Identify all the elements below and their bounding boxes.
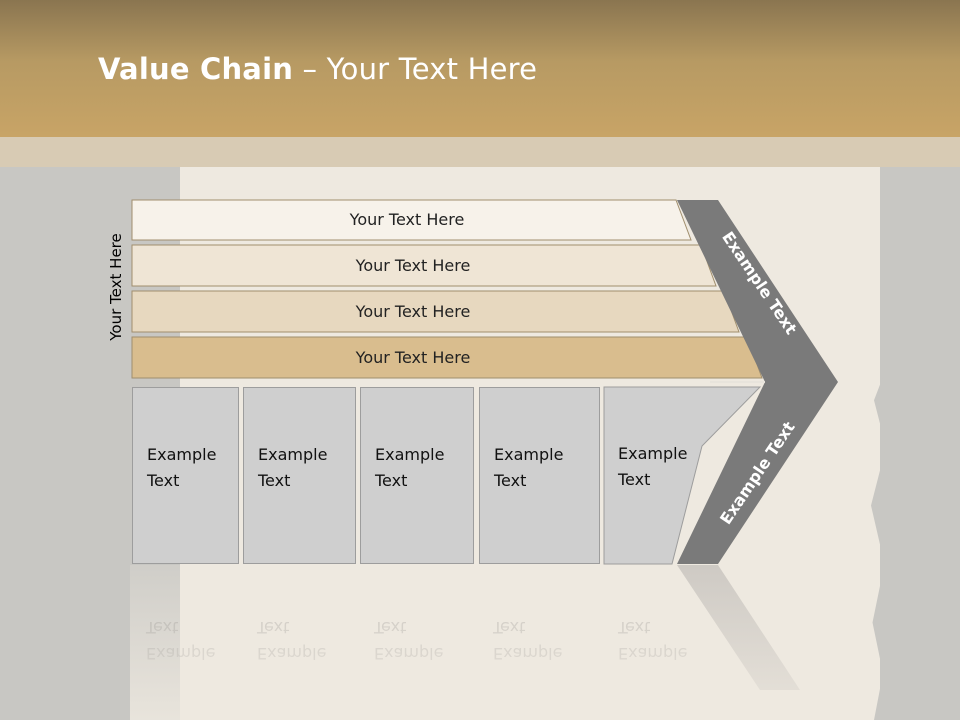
support-bar-1-label: Your Text Here bbox=[349, 210, 465, 229]
primary-box-2-line2: Text bbox=[258, 471, 291, 490]
title-bold: Value Chain bbox=[98, 52, 294, 86]
support-bar-3: Your Text Here bbox=[132, 292, 700, 331]
reflection-fade bbox=[130, 565, 850, 720]
support-bar-2: Your Text Here bbox=[132, 246, 700, 285]
primary-box-3-line2: Text bbox=[375, 471, 408, 490]
primary-box-4-line2: Text bbox=[494, 471, 527, 490]
title-rest: – Your Text Here bbox=[293, 52, 538, 86]
title-band bbox=[0, 0, 960, 137]
support-bar-3-label: Your Text Here bbox=[355, 302, 471, 321]
primary-box-3: Example Text bbox=[360, 387, 474, 564]
primary-box-5-line2: Text bbox=[618, 470, 651, 489]
title-band-shadow bbox=[0, 137, 960, 167]
primary-box-4: Example Text bbox=[479, 387, 600, 564]
primary-box-5: Example Text bbox=[604, 387, 704, 564]
support-bar-4: Your Text Here bbox=[132, 338, 700, 377]
primary-box-1: Example Text bbox=[132, 387, 239, 564]
primary-box-2: Example Text bbox=[243, 387, 356, 564]
slide-title: Value Chain – Your Text Here bbox=[98, 52, 537, 86]
primary-box-1-line1: Example bbox=[147, 445, 217, 464]
support-bar-4-label: Your Text Here bbox=[355, 348, 471, 367]
support-bar-2-label: Your Text Here bbox=[355, 256, 471, 275]
primary-box-1-line2: Text bbox=[147, 471, 180, 490]
primary-box-2-line1: Example bbox=[258, 445, 328, 464]
primary-box-shape-5 bbox=[603, 386, 762, 565]
support-bar-shape-1 bbox=[131, 199, 692, 241]
support-bar-shape-2 bbox=[131, 244, 717, 287]
primary-box-4-line1: Example bbox=[494, 445, 564, 464]
support-bar-shape-4 bbox=[131, 336, 763, 379]
support-bar-1: Your Text Here bbox=[132, 200, 688, 239]
support-bar-shape-3 bbox=[131, 290, 740, 333]
margin-chevron bbox=[677, 200, 838, 564]
primary-box-3-line1: Example bbox=[375, 445, 445, 464]
primary-box-5-line1: Example bbox=[618, 444, 688, 463]
